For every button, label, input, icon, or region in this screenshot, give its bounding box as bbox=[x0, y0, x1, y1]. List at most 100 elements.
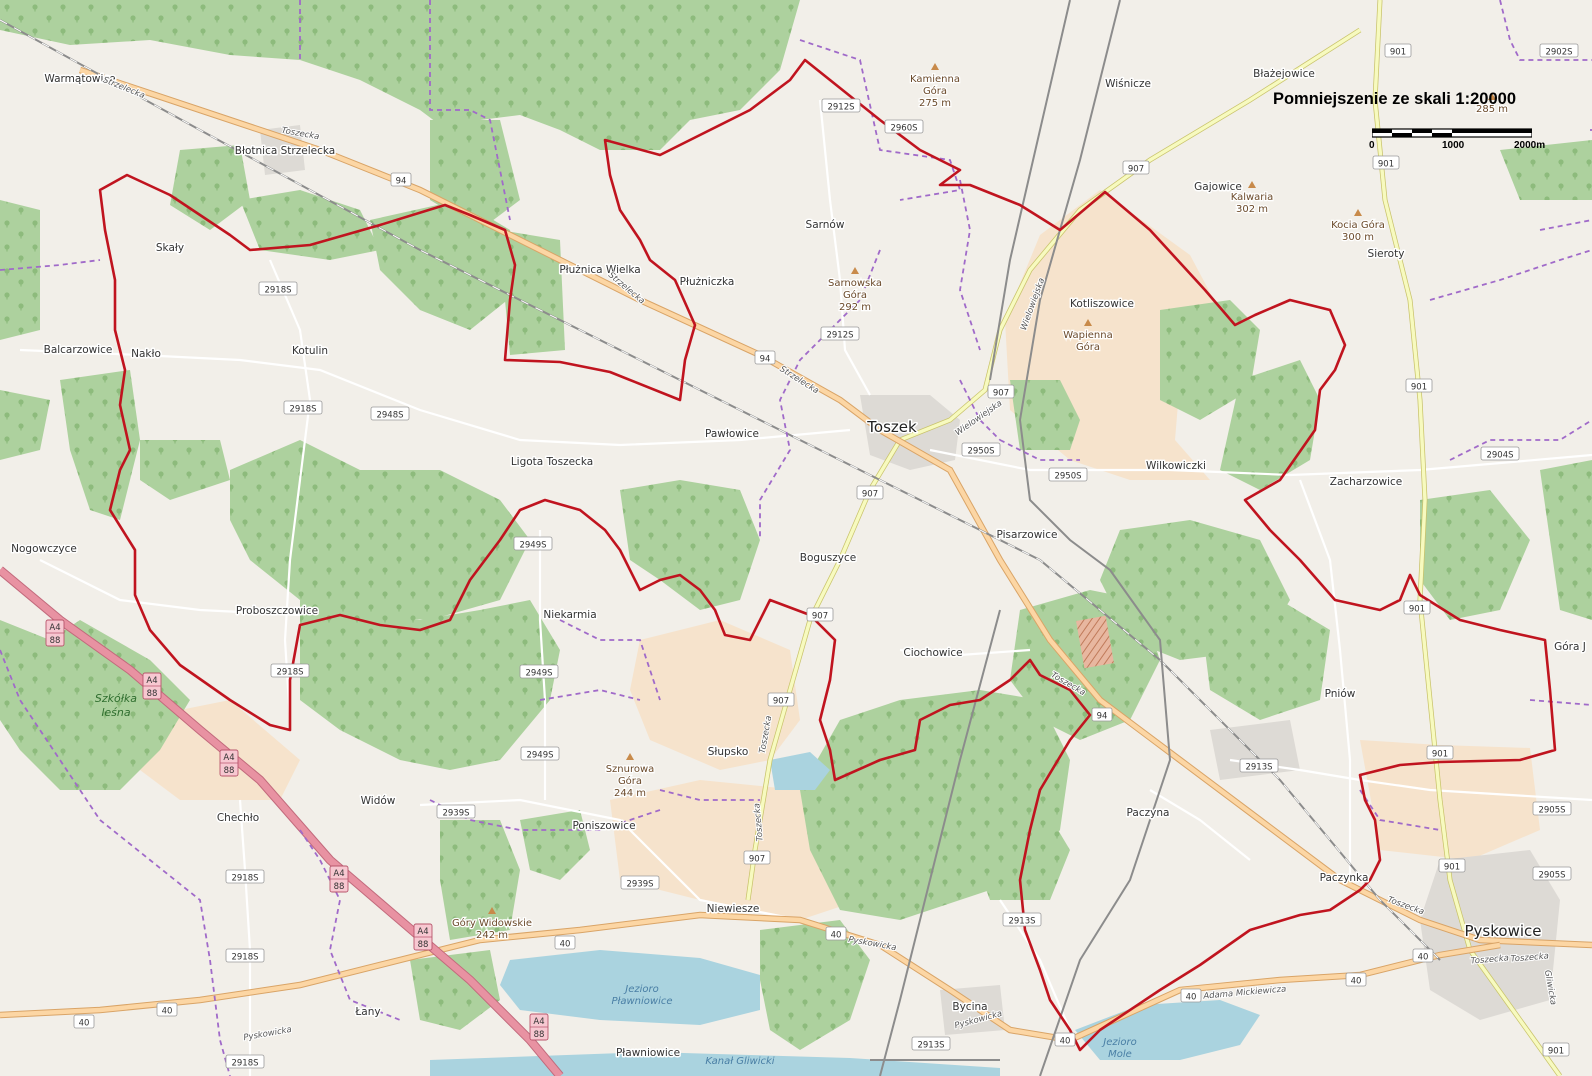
place-label-bycina[interactable]: Bycina bbox=[951, 1000, 989, 1015]
place-label-pisarzowice[interactable]: Pisarzowice bbox=[995, 528, 1059, 543]
place-label-proboszczowice[interactable]: Proboszczowice bbox=[234, 604, 319, 619]
road-shield-94[interactable]: 94 bbox=[1091, 707, 1113, 722]
place-label-any[interactable]: Łany bbox=[353, 1005, 382, 1020]
road-shield-907[interactable]: 907 bbox=[987, 384, 1015, 399]
place-label-nak-o[interactable]: Nakło bbox=[130, 347, 163, 362]
place-label-warmatowice[interactable]: Warmątowice bbox=[43, 72, 117, 87]
place-label-balcarzowice[interactable]: Balcarzowice bbox=[42, 343, 114, 358]
road-shield-40[interactable]: 40 bbox=[554, 935, 576, 950]
place-label-zacharzowice[interactable]: Zacharzowice bbox=[1328, 475, 1403, 490]
road-shield-2904s[interactable]: 2904S bbox=[1480, 446, 1520, 461]
place-label-kotliszowice[interactable]: Kotliszowice bbox=[1069, 297, 1136, 312]
road-shield-907[interactable]: 907 bbox=[1122, 160, 1150, 175]
place-label-b-azejowice[interactable]: Błażejowice bbox=[1252, 67, 1317, 82]
road-shield-2939s[interactable]: 2939S bbox=[436, 804, 476, 819]
place-label-sieroty[interactable]: Sieroty bbox=[1366, 247, 1406, 262]
road-shield-94[interactable]: 94 bbox=[754, 350, 776, 365]
road-shield-40[interactable]: 40 bbox=[73, 1014, 95, 1029]
road-shield-2905s[interactable]: 2905S bbox=[1532, 866, 1572, 881]
place-label-p-uzniczka[interactable]: Płużniczka bbox=[678, 275, 736, 290]
road-shield-2950s[interactable]: 2950S bbox=[1048, 467, 1088, 482]
place-label-ska-y[interactable]: Skały bbox=[154, 241, 185, 256]
place-label-pniow[interactable]: Pniów bbox=[1323, 687, 1357, 702]
place-label-gora-j[interactable]: Góra J bbox=[1553, 640, 1588, 655]
peak-unnamed-7[interactable]: 285 m bbox=[1475, 93, 1509, 116]
road-shield-40[interactable]: 40 bbox=[825, 926, 847, 941]
place-label-s-upsko[interactable]: Słupsko bbox=[706, 745, 750, 760]
road-shield-2913s[interactable]: 2913S bbox=[1239, 758, 1279, 773]
road-shield-40[interactable]: 40 bbox=[1412, 948, 1434, 963]
road-shield-907[interactable]: 907 bbox=[806, 607, 834, 622]
road-shield-907[interactable]: 907 bbox=[743, 850, 771, 865]
place-label-chech-o[interactable]: Chechło bbox=[215, 811, 260, 826]
place-label-wilkowiczki[interactable]: Wilkowiczki bbox=[1145, 459, 1208, 474]
town-label-toszek[interactable]: Toszek bbox=[865, 417, 919, 438]
place-label-paw-owice[interactable]: Pawłowice bbox=[703, 427, 760, 442]
place-label-niewiesze[interactable]: Niewiesze bbox=[705, 902, 761, 917]
road-shield-2902s[interactable]: 2902S bbox=[1539, 43, 1579, 58]
place-label-gajowice[interactable]: Gajowice bbox=[1193, 180, 1244, 195]
road-shield-2913s[interactable]: 2913S bbox=[911, 1036, 951, 1051]
road-shield-901[interactable]: 901 bbox=[1426, 745, 1454, 760]
road-shield-2905s[interactable]: 2905S bbox=[1532, 801, 1572, 816]
road-shield-907[interactable]: 907 bbox=[767, 692, 795, 707]
road-shield-901[interactable]: 901 bbox=[1403, 600, 1431, 615]
place-label-widow[interactable]: Widów bbox=[359, 794, 397, 809]
place-label-boguszyce[interactable]: Boguszyce bbox=[798, 551, 857, 566]
place-label-p-uznica-wielka[interactable]: Płużnica Wielka bbox=[558, 263, 642, 278]
road-shield-2913s[interactable]: 2913S bbox=[1002, 912, 1042, 927]
road-shield-2949s[interactable]: 2949S bbox=[513, 536, 553, 551]
road-shield-2918s[interactable]: 2918S bbox=[258, 281, 298, 296]
place-label-ciochowice[interactable]: Ciochowice bbox=[902, 646, 964, 661]
road-shield-2918s[interactable]: 2918S bbox=[225, 948, 265, 963]
road-shield-2949s[interactable]: 2949S bbox=[519, 664, 559, 679]
town-label-pyskowice[interactable]: Pyskowice bbox=[1463, 921, 1543, 942]
road-shield-907[interactable]: 907 bbox=[856, 485, 884, 500]
road-shield-901[interactable]: 901 bbox=[1384, 43, 1412, 58]
road-shield-40[interactable]: 40 bbox=[156, 1002, 178, 1017]
place-label-poniszowice[interactable]: Poniszowice bbox=[571, 819, 637, 834]
place-label-paczyna[interactable]: Paczyna bbox=[1125, 806, 1171, 821]
road-shield-901[interactable]: 901 bbox=[1372, 155, 1400, 170]
road-shield-40[interactable]: 40 bbox=[1054, 1032, 1076, 1047]
road-shield-2912s[interactable]: 2912S bbox=[821, 98, 861, 113]
road-shield-2960s[interactable]: 2960S bbox=[884, 119, 924, 134]
road-shield-94[interactable]: 94 bbox=[390, 172, 412, 187]
road-shield-901[interactable]: 901 bbox=[1542, 1042, 1570, 1057]
place-label-sarnow[interactable]: Sarnów bbox=[804, 218, 846, 233]
place-label-wisnicze[interactable]: Wiśnicze bbox=[1104, 77, 1153, 92]
road-shield-2950s[interactable]: 2950S bbox=[961, 442, 1001, 457]
road-shield-2918s[interactable]: 2918S bbox=[225, 1054, 265, 1069]
place-label-paczynka[interactable]: Paczynka bbox=[1318, 871, 1370, 886]
place-label-kotulin[interactable]: Kotulin bbox=[290, 344, 329, 359]
place-label-b-otnica-strzelecka[interactable]: Błotnica Strzelecka bbox=[233, 144, 336, 159]
road-shield-2912s[interactable]: 2912S bbox=[820, 326, 860, 341]
place-label-niekarmia[interactable]: Niekarmia bbox=[542, 608, 598, 623]
road-shield-2918s[interactable]: 2918S bbox=[225, 869, 265, 884]
road-shield-40[interactable]: 40 bbox=[1180, 988, 1202, 1003]
road-shield-901[interactable]: 901 bbox=[1438, 858, 1466, 873]
place-label-nogowczyce[interactable]: Nogowczyce bbox=[10, 542, 79, 557]
road-shield-2949s[interactable]: 2949S bbox=[520, 746, 560, 761]
road-shield-901[interactable]: 901 bbox=[1405, 378, 1433, 393]
road-shield-2918s[interactable]: 2918S bbox=[283, 400, 323, 415]
place-label-ligota-toszecka[interactable]: Ligota Toszecka bbox=[509, 455, 594, 470]
road-shield-2918s[interactable]: 2918S bbox=[270, 663, 310, 678]
road-shield-2939s[interactable]: 2939S bbox=[620, 875, 660, 890]
road-shield-40[interactable]: 40 bbox=[1345, 972, 1367, 987]
road-shield-2948s[interactable]: 2948S bbox=[370, 406, 410, 421]
